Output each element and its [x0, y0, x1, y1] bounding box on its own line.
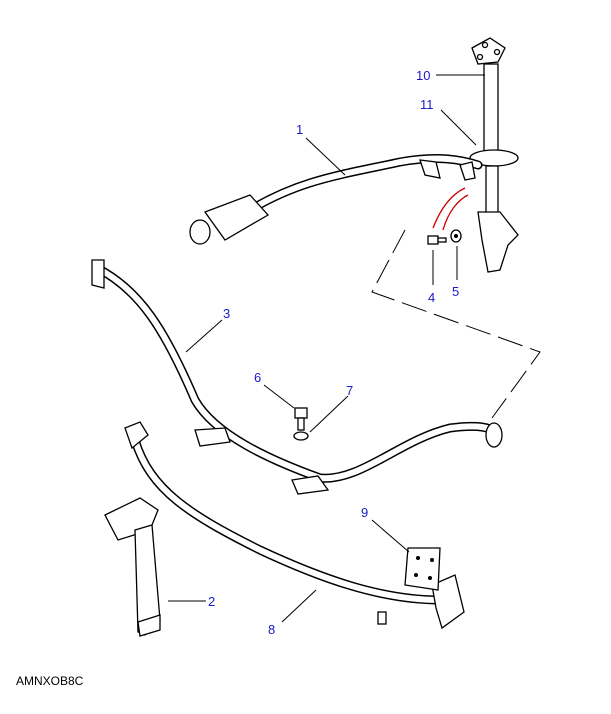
- callout-4: 4: [428, 290, 435, 305]
- part-8-lower-tube: [124, 421, 465, 630]
- callout-1: 1: [296, 122, 303, 137]
- part-1-upper-tube: [189, 154, 483, 245]
- callout-2: 2: [208, 594, 215, 609]
- part-3-middle-tube: [91, 259, 503, 495]
- callout-6: 6: [254, 370, 261, 385]
- callout-7: 7: [346, 383, 353, 398]
- callout-8: 8: [268, 622, 275, 637]
- highlight-link: [432, 187, 469, 231]
- callout-9: 9: [361, 505, 368, 520]
- part-10-post: [469, 37, 519, 273]
- part-6-bolt: [294, 407, 308, 431]
- assembly-dash-line: [371, 229, 541, 419]
- part-4-bolt: [427, 235, 447, 245]
- callout-3: 3: [223, 306, 230, 321]
- part-7-washer: [293, 431, 309, 441]
- diagram-code: AMNXOB8C: [16, 674, 84, 688]
- callout-10: 10: [416, 68, 430, 83]
- callout-11: 11: [420, 97, 434, 112]
- leader-lines: [168, 74, 485, 623]
- part-5-washer: [450, 229, 462, 243]
- part-9-plate: [404, 547, 441, 591]
- callout-5: 5: [452, 284, 459, 299]
- part-2-bracket: [104, 497, 161, 637]
